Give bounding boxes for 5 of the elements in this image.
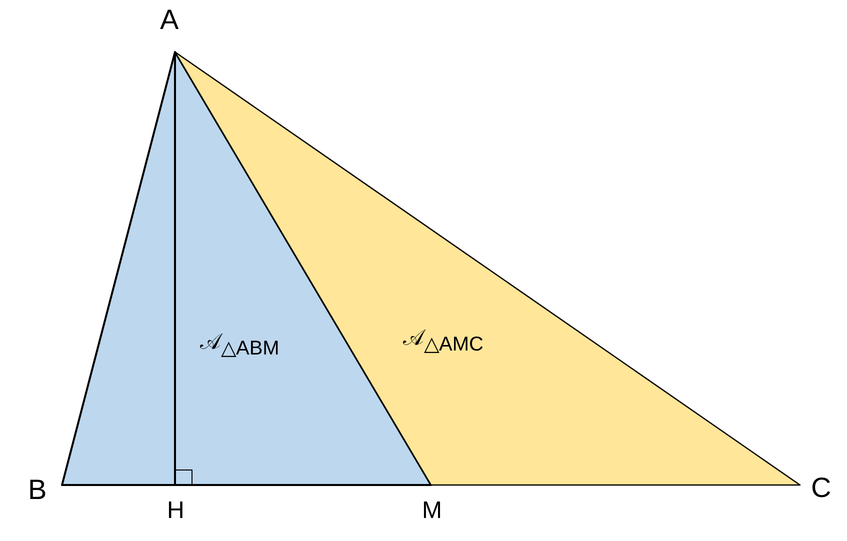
vertex-label: H [167,497,184,525]
vertex-label: A [160,4,179,36]
vertex-label: B [28,474,47,506]
vertex-label: M [422,497,442,525]
vertex-label: C [811,472,832,504]
